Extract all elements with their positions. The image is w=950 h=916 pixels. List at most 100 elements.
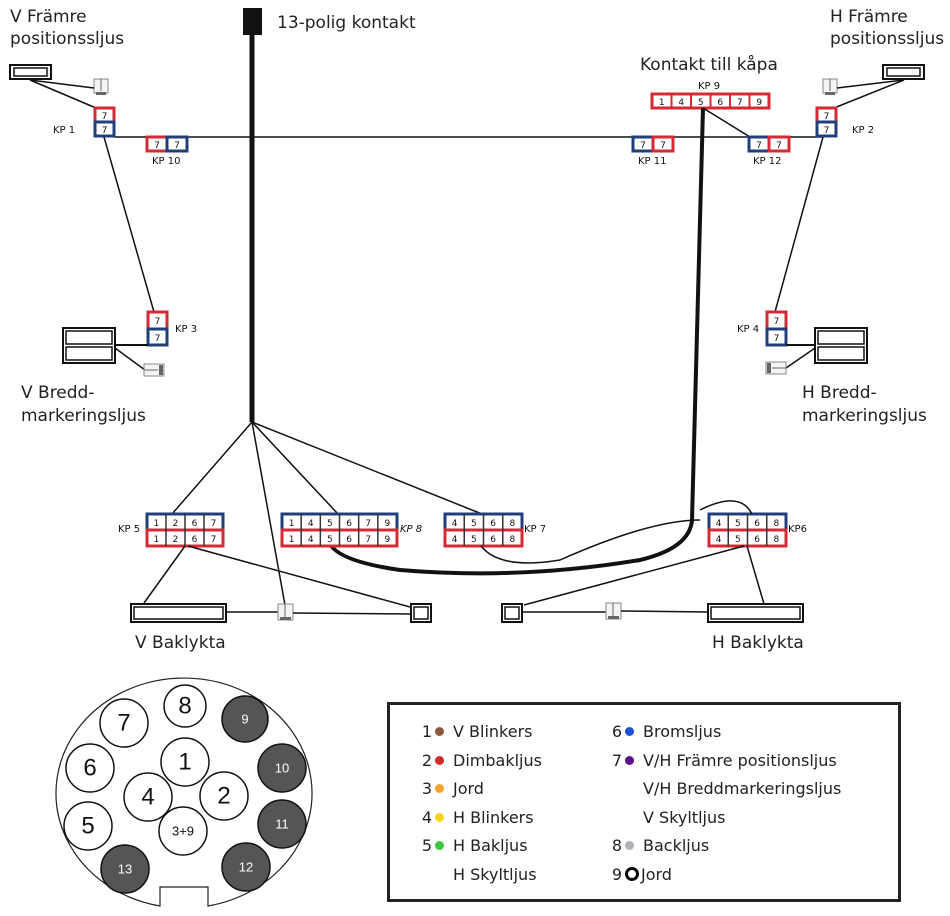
v-front-pos-lamp [9, 64, 52, 80]
pin-label: 13 [118, 862, 132, 877]
h-front-pos-label-2: positionssljus [830, 29, 944, 49]
legend-item: V/H Breddmarkeringsljus [610, 779, 841, 798]
wire-color-dot-icon [625, 784, 634, 793]
legend-text: H Blinkers [453, 807, 534, 827]
junction-cell: 1 [289, 519, 295, 529]
legend-text: Bromsljus [643, 722, 722, 741]
legend-text: Jord [641, 864, 672, 884]
pin-11 [257, 799, 307, 849]
junction-cell: 8 [510, 519, 516, 529]
svg-text:7: 7 [824, 112, 830, 122]
pin-label: 10 [275, 761, 289, 776]
legend-pin-number: 7 [611, 750, 622, 770]
pin-10 [257, 743, 307, 793]
pin-label: 8 [178, 693, 191, 720]
junction-cell: 6 [490, 535, 496, 545]
ground-ring-icon [625, 867, 639, 881]
svg-text:7: 7 [756, 141, 762, 151]
v-bredd-label-1: V Bredd- [21, 383, 95, 403]
pin-9 [221, 695, 269, 743]
h-baklykta-label: H Baklykta [712, 633, 804, 653]
svg-text:7: 7 [102, 126, 108, 136]
kp2-label: KP 2 [852, 125, 874, 136]
junction-cell: 5 [698, 98, 704, 108]
junction-cell: 1 [154, 535, 160, 545]
pin-1 [160, 737, 210, 787]
svg-text:7: 7 [155, 334, 161, 344]
v-rear-small-lamp [410, 603, 432, 623]
svg-text:7: 7 [774, 317, 780, 327]
junction-cell: 7 [365, 519, 371, 529]
kp12-junction: 7 7 [747, 135, 791, 153]
legend-text: V/H Främre positionsljus [643, 750, 837, 770]
wire-color-dot-icon [625, 755, 634, 765]
pin-7 [99, 698, 149, 748]
junction-cell: 5 [471, 535, 477, 545]
junction-cell: 7 [365, 535, 371, 545]
h-front-pos-lamp [882, 64, 925, 80]
kp10-label: KP 10 [152, 156, 181, 167]
junction-cell: 1 [154, 519, 160, 529]
pin-label: 6 [83, 755, 96, 782]
legend-text: Backljus [643, 836, 710, 855]
junction-cell: 4 [452, 519, 458, 529]
svg-text:7: 7 [660, 141, 666, 151]
junction-cell: 4 [716, 535, 722, 545]
h-baklykta-lamp [707, 603, 804, 623]
pin-label: 1 [178, 749, 191, 776]
pin-5 [63, 801, 113, 851]
pin-12 [221, 842, 271, 892]
legend-item: 1 V Blinkers [420, 722, 533, 741]
h-front-pos-label-1: H Främre [830, 7, 908, 27]
legend-item: 7 V/H Främre positionsljus [610, 751, 837, 770]
legend-pin-number: 3 [421, 779, 432, 798]
h-bredd-plate-light-icon [765, 361, 787, 375]
junction-cell: 6 [754, 519, 760, 529]
legend-pin-number: 1 [421, 722, 432, 741]
svg-text:7: 7 [174, 141, 180, 151]
junction-cell: 4 [308, 535, 314, 545]
legend-text: V/H Breddmarkeringsljus [643, 779, 842, 798]
kp5-label: KP 5 [118, 524, 140, 535]
kp10-junction: 7 7 [145, 135, 189, 153]
junction-cell: 2 [173, 519, 179, 529]
legend-text: H Bakljus [453, 836, 528, 855]
kp1-junction: 7 7 [93, 106, 116, 138]
pin-2 [199, 771, 249, 821]
junction-cell: 7 [211, 519, 217, 529]
v-baklykta-label: V Baklykta [135, 633, 226, 653]
junction-cell: 7 [211, 535, 217, 545]
v-front-plate-light-icon [93, 78, 109, 95]
legend-text: Jord [453, 779, 484, 798]
junction-cell: 4 [308, 519, 314, 529]
wire-color-dot-icon [435, 755, 444, 765]
kp4-label: KP 4 [737, 324, 759, 335]
legend-text: H Skyltljus [453, 864, 537, 884]
svg-text:7: 7 [154, 141, 160, 151]
pin-label: 11 [275, 817, 289, 832]
kp7-label: KP 7 [524, 524, 546, 535]
junction-cell: 6 [192, 519, 198, 529]
junction-cell: 4 [716, 519, 722, 529]
v-bredd-label-2: markeringsljus [21, 406, 146, 426]
junction-cell: 9 [756, 98, 762, 108]
v-bredd-lamp [62, 327, 116, 364]
legend-pin-number: 6 [611, 722, 622, 741]
junction-cell: 9 [385, 519, 391, 529]
kp6-label: KP6 [788, 524, 807, 535]
junction-cell: 4 [678, 98, 684, 108]
junction-cell: 5 [327, 519, 333, 529]
h-bredd-label-1: H Bredd- [802, 383, 877, 403]
pin-6 [65, 743, 115, 793]
wire-color-dot-icon [435, 727, 444, 736]
legend-text: V Blinkers [453, 722, 533, 741]
